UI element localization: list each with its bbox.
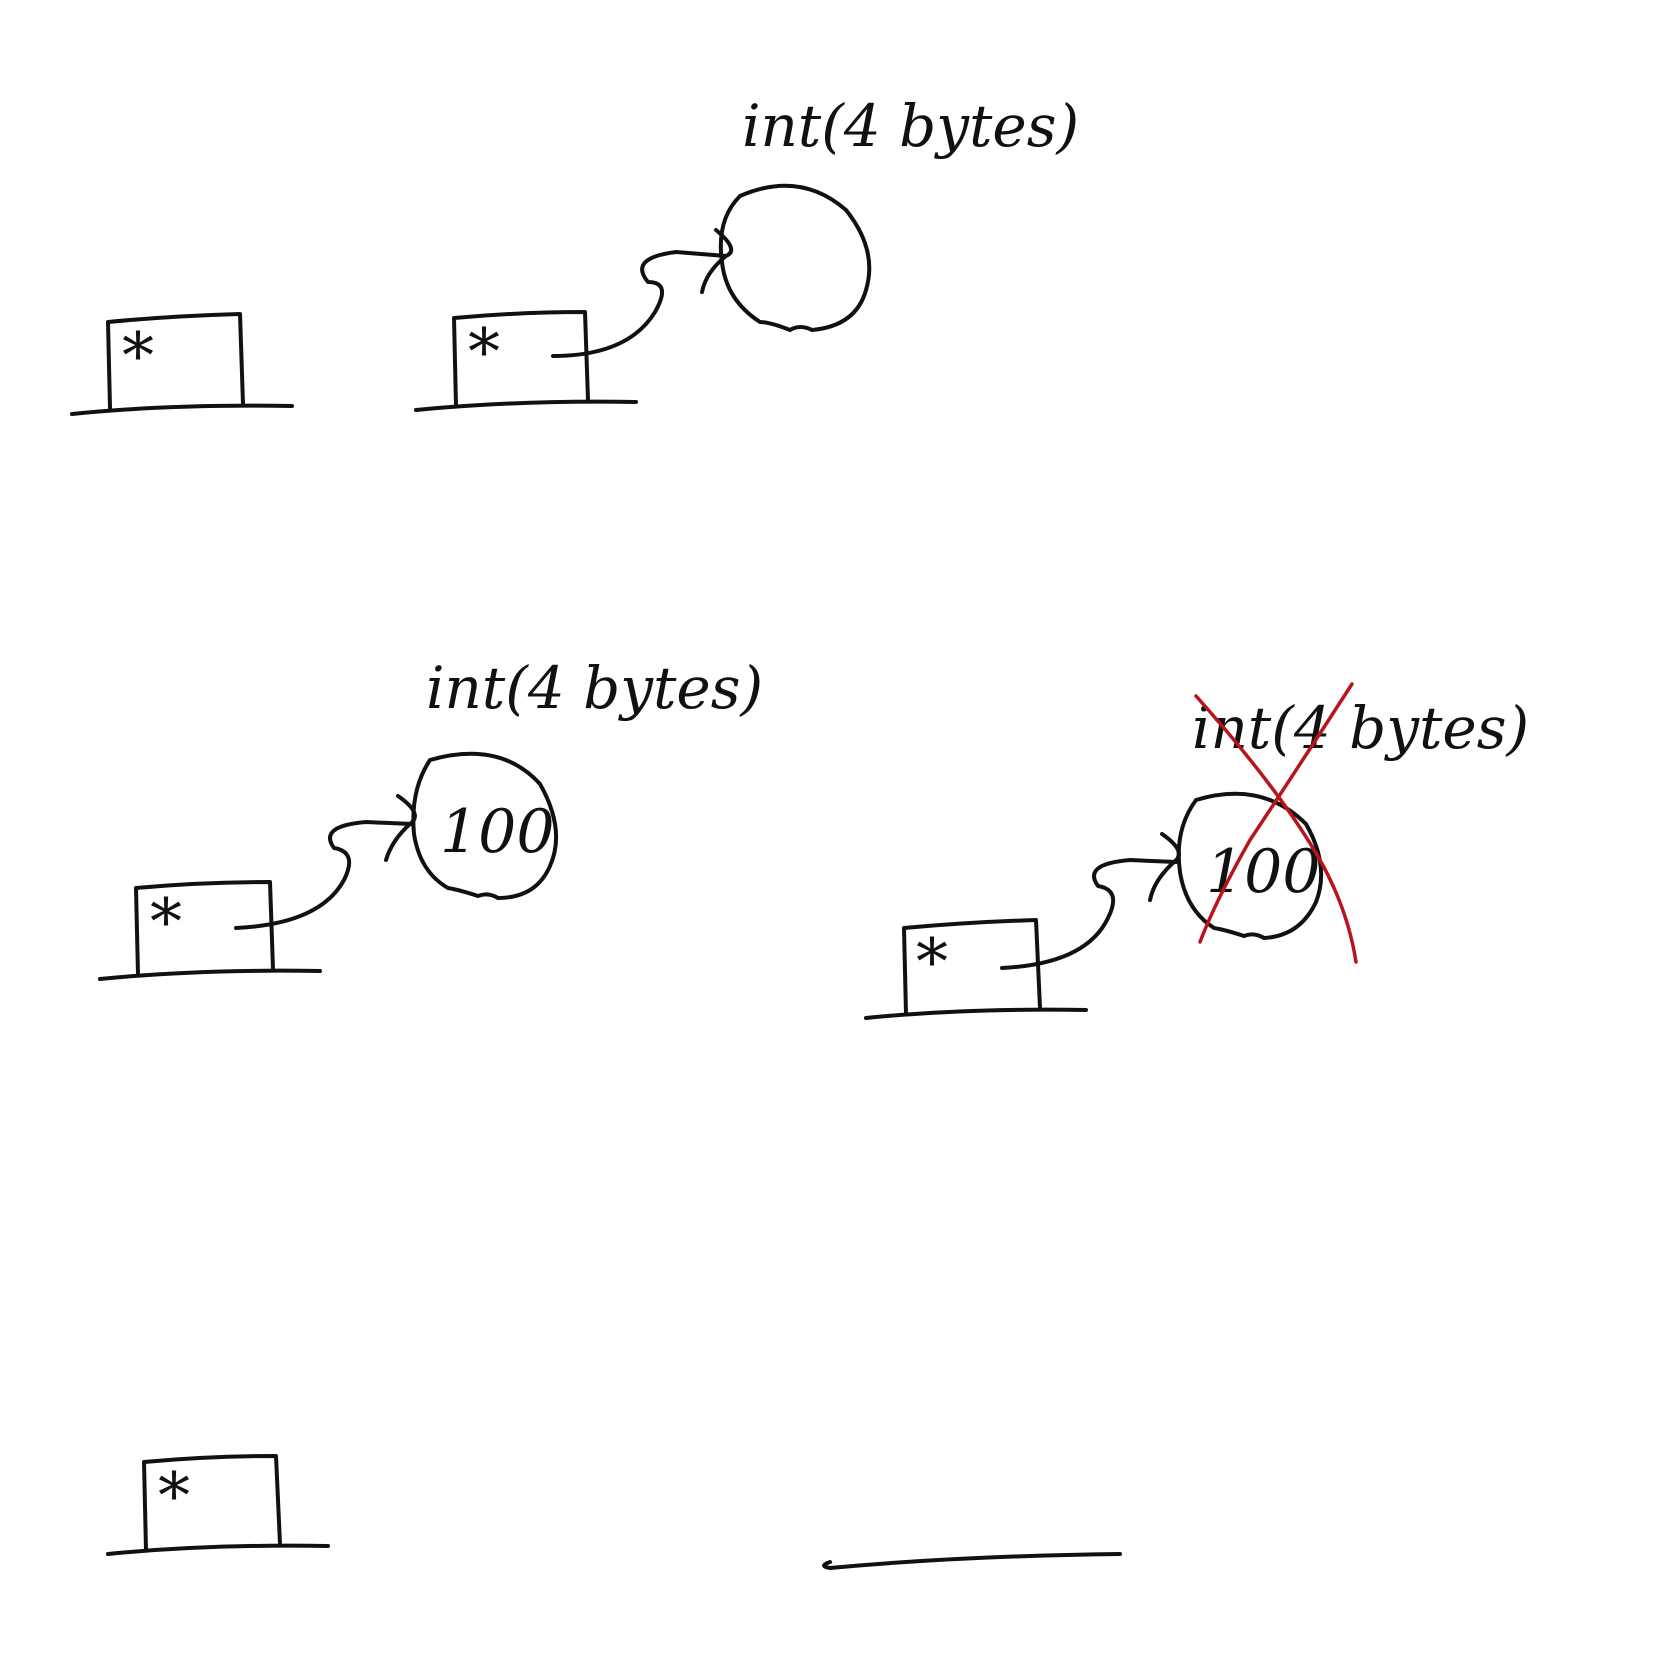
- int-memory-cell: [1176, 791, 1324, 940]
- baseline: [70, 403, 294, 416]
- int-memory-cell: [718, 183, 872, 332]
- baseline: [414, 399, 638, 412]
- pointer-box: [134, 880, 275, 977]
- baseline: [98, 968, 322, 981]
- pointer-symbol: *: [468, 316, 500, 390]
- pointer-symbol: *: [122, 320, 154, 394]
- pointer-box: [106, 312, 245, 410]
- pointer-arrow: [1000, 832, 1181, 970]
- panel-empty-slot: [822, 1552, 1122, 1570]
- pointer-symbol: *: [150, 886, 182, 960]
- pointer-box: [452, 310, 590, 408]
- pointer-box: [142, 1454, 282, 1552]
- panel-assigned: * 100 int(4 bytes): [98, 654, 763, 981]
- panel-pointer-only: *: [106, 1454, 330, 1556]
- int-value: 100: [440, 797, 555, 867]
- pointer-symbol: *: [158, 1460, 190, 1534]
- baseline: [106, 1543, 330, 1556]
- int-value: 100: [1206, 837, 1321, 907]
- panel-freed: * 100 int(4 bytes): [864, 682, 1529, 1020]
- int-label: int(4 bytes): [426, 654, 763, 722]
- panel-allocated: * int(4 bytes): [414, 92, 1079, 412]
- baseline: [822, 1552, 1122, 1570]
- pointer-arrow: [234, 794, 417, 930]
- int-memory-cell: [411, 751, 559, 900]
- pointer-box: [902, 918, 1042, 1016]
- pointer-arrow: [551, 228, 734, 358]
- panel-declared: *: [70, 312, 294, 416]
- int-label: int(4 bytes): [742, 92, 1079, 160]
- pointer-symbol: *: [916, 926, 948, 1000]
- strike-line-1: [1194, 694, 1358, 964]
- int-label: int(4 bytes): [1192, 694, 1529, 762]
- baseline: [864, 1007, 1088, 1020]
- strike-line-2: [1198, 682, 1354, 944]
